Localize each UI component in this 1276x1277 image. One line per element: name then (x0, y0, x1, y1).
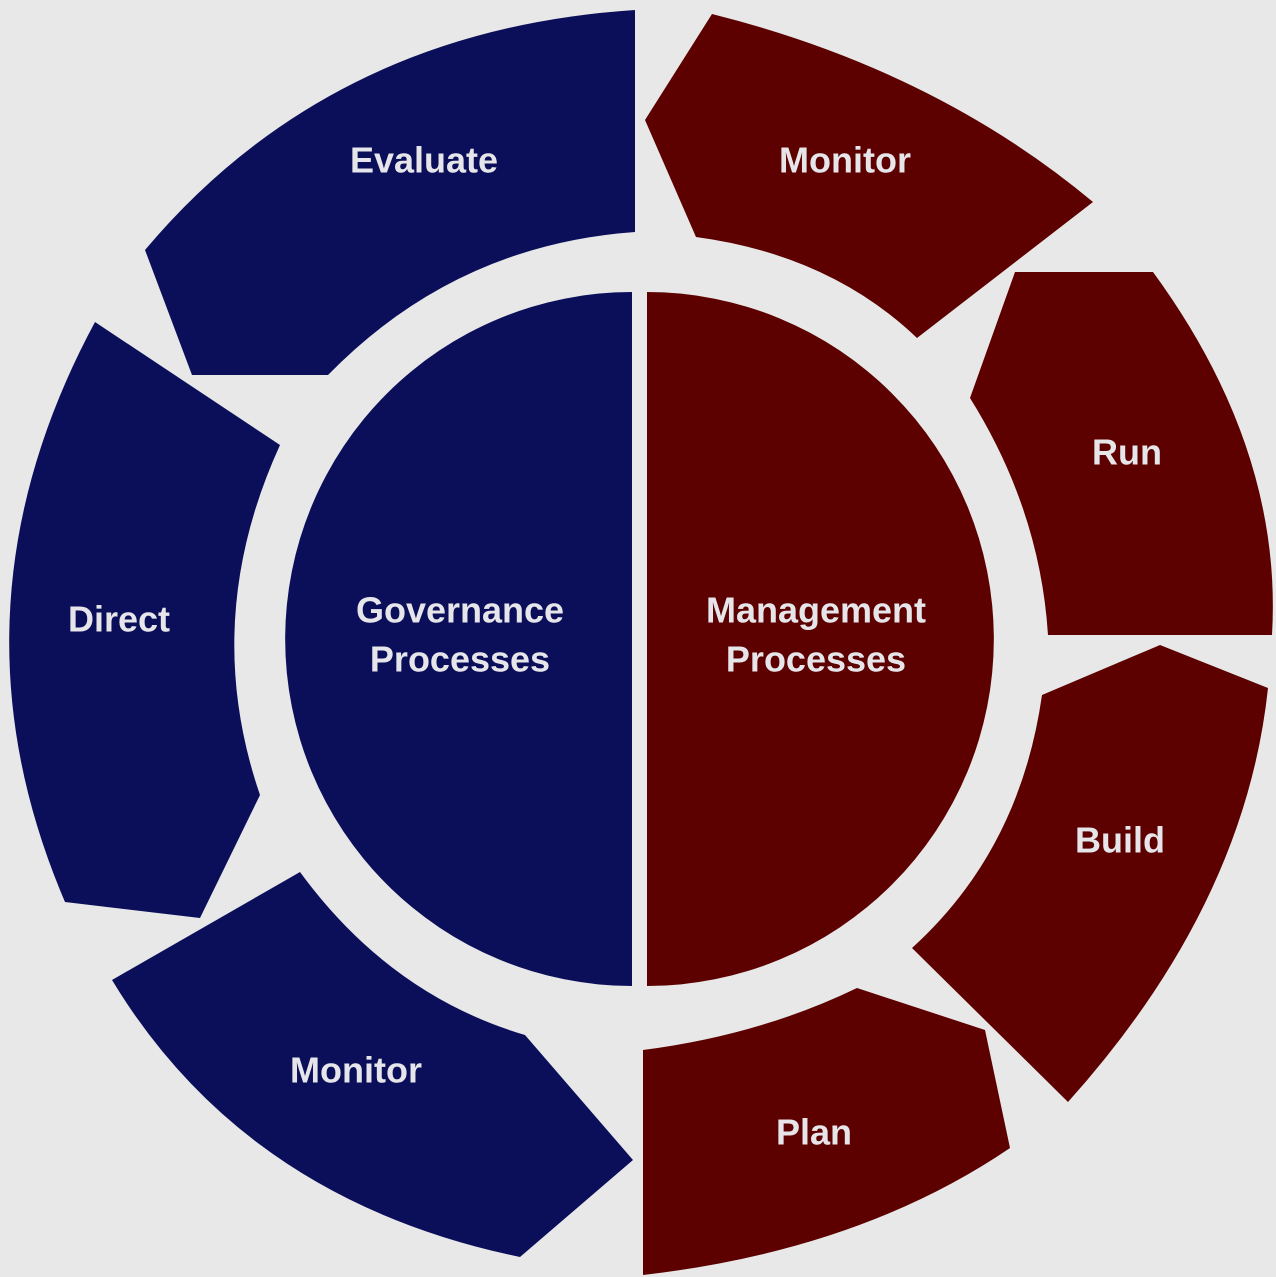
segment-plan (643, 988, 1010, 1275)
center-management-line2: Processes (726, 639, 906, 680)
governance-half-circle (285, 292, 632, 986)
segment-monitor-management (645, 14, 1093, 338)
segment-evaluate (145, 10, 635, 375)
segment-run (970, 272, 1273, 635)
segment-monitor-governance-label: Monitor (290, 1050, 422, 1091)
segment-direct-label: Direct (68, 599, 170, 640)
segment-monitor-management-label: Monitor (779, 140, 911, 181)
segment-build-label: Build (1075, 820, 1165, 861)
management-half-circle (647, 292, 994, 986)
segment-monitor-governance (112, 872, 633, 1257)
segment-plan-label: Plan (776, 1112, 852, 1153)
segment-run-label: Run (1092, 432, 1162, 473)
segment-evaluate-label: Evaluate (350, 140, 498, 181)
center-governance-line2: Processes (370, 639, 550, 680)
center-governance-line1: Governance (356, 590, 564, 631)
segment-direct (9, 322, 280, 918)
center-management-line1: Management (706, 590, 926, 631)
segment-build (912, 645, 1268, 1102)
